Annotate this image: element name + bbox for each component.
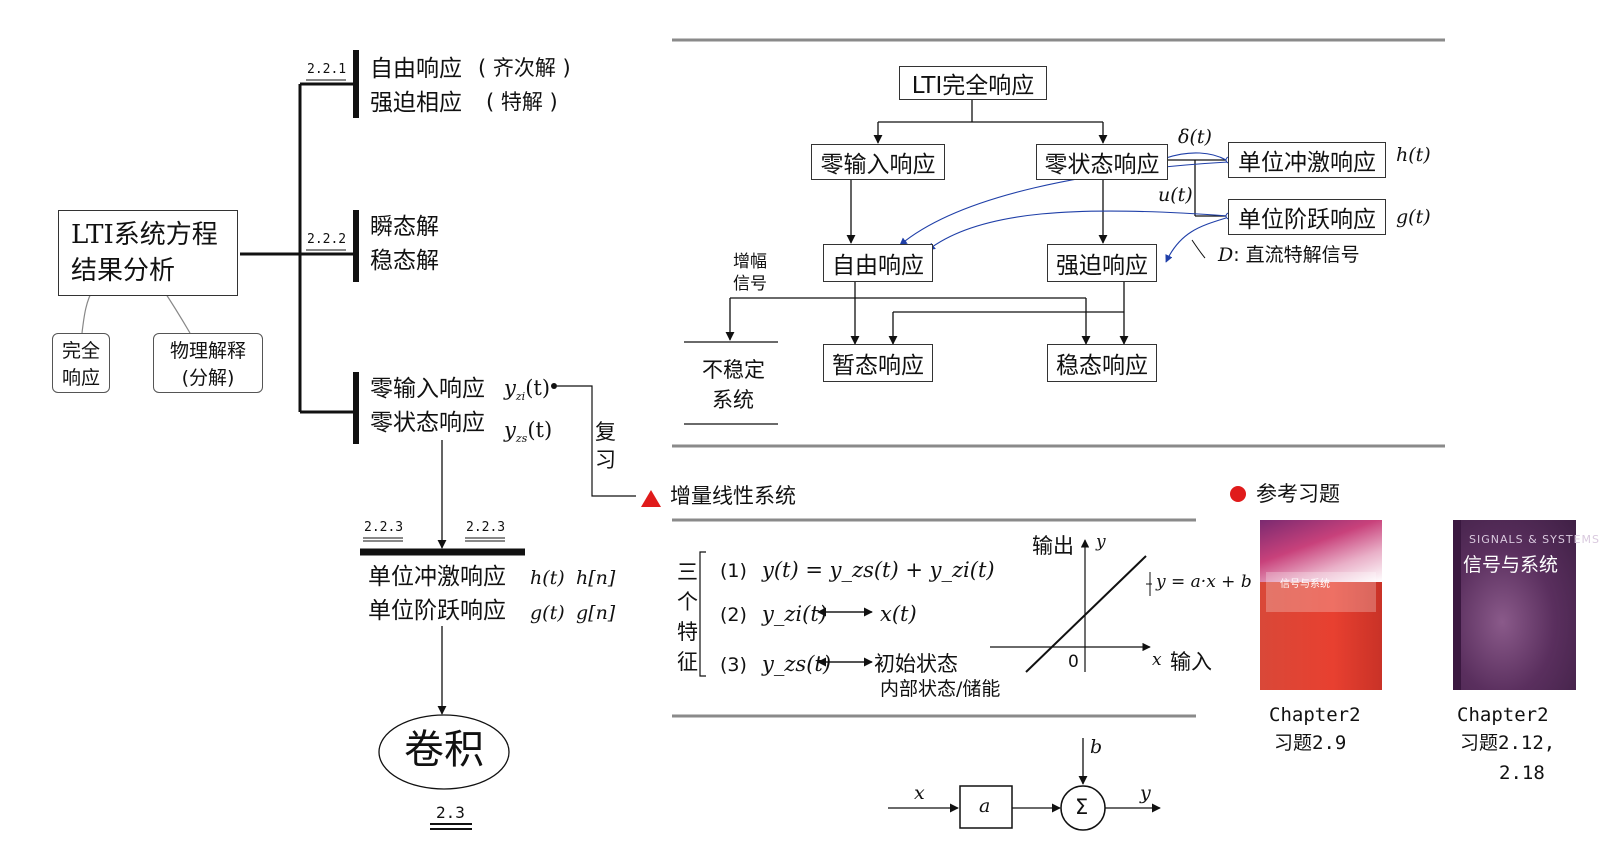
step-response: 单位阶跃响应 bbox=[368, 598, 506, 624]
references-title: 参考习题 bbox=[1256, 482, 1340, 506]
feature-3-number: (3) bbox=[720, 654, 747, 676]
root-title-line1: LTI系统方程 bbox=[71, 220, 218, 250]
flow-impulse-response: 单位冲激响应 bbox=[1228, 142, 1386, 178]
free-response-label: 自由响应 bbox=[370, 56, 462, 82]
flow-zero-state: 零状态响应 bbox=[1036, 144, 1168, 180]
feature-2-left: y_zi(t) bbox=[762, 602, 827, 626]
yzi-symbol: yzi(t) bbox=[504, 376, 551, 404]
review-char-1: 复 bbox=[595, 420, 616, 444]
dc-particular-label: D: 直流特解信号 bbox=[1218, 244, 1360, 266]
feature-3-sub: 内部状态/储能 bbox=[880, 678, 1001, 700]
flow-step-response: 单位阶跃响应 bbox=[1228, 199, 1386, 235]
gn-symbol: g[n] bbox=[576, 602, 616, 624]
axis-y-symbol: y bbox=[1096, 532, 1106, 552]
u-label: u(t) bbox=[1158, 184, 1193, 206]
section-2-3: 2.3 bbox=[436, 803, 465, 822]
h-label: h(t) bbox=[1396, 144, 1431, 166]
flow-transient-response: 暂态响应 bbox=[823, 344, 933, 382]
block-input-x: x bbox=[914, 782, 925, 804]
block-offset-b: b bbox=[1090, 736, 1103, 758]
feature-1-formula: y(t) = y_zs(t) + y_zi(t) bbox=[762, 558, 995, 582]
gt-symbol: g(t) bbox=[530, 602, 565, 624]
note-complete-line2: 响应 bbox=[61, 367, 100, 389]
steady-solution: 稳态解 bbox=[370, 248, 439, 274]
three-char-1: 三 bbox=[677, 560, 698, 584]
unstable-line1: 不稳定 bbox=[702, 358, 765, 382]
book2-english-title: SIGNALS & SYSTEMS bbox=[1469, 533, 1601, 546]
three-char-4: 征 bbox=[677, 650, 698, 674]
flow-forced-response: 强迫响应 bbox=[1047, 244, 1157, 282]
ref1-chapter: Chapter2 bbox=[1269, 704, 1361, 726]
review-char-2: 习 bbox=[595, 448, 616, 472]
block-sum-symbol: Σ bbox=[1075, 795, 1089, 819]
axis-origin: 0 bbox=[1068, 652, 1079, 672]
section-2-2-3-a: 2.2.3 bbox=[364, 520, 404, 535]
ref2-exercise-cont: 2.18 bbox=[1499, 762, 1545, 784]
feature-2-number: (2) bbox=[720, 604, 747, 626]
ref1-exercise: 习题2.9 bbox=[1274, 732, 1347, 754]
unstable-line2: 系统 bbox=[712, 388, 754, 412]
incremental-title: 增量线性系统 bbox=[670, 484, 796, 508]
feature-1-number: (1) bbox=[720, 560, 747, 582]
axis-output-label: 输出 bbox=[1032, 534, 1074, 558]
growing-line1: 增幅 bbox=[733, 252, 767, 272]
section-2-2-2: 2.2.2 bbox=[307, 232, 347, 247]
block-gain-a: a bbox=[979, 795, 991, 817]
particular-solution: ( 特解 ) bbox=[486, 90, 558, 114]
growing-line2: 信号 bbox=[733, 274, 767, 294]
feature-2-right: x(t) bbox=[880, 602, 917, 626]
book1-title: 信号与系统 bbox=[1280, 579, 1330, 590]
g-label: g(t) bbox=[1396, 206, 1431, 228]
section-2-2-3-b: 2.2.3 bbox=[466, 520, 506, 535]
section-2-2-1: 2.2.1 bbox=[307, 62, 347, 77]
three-char-2: 个 bbox=[677, 590, 698, 614]
note-physical-line2: (分解) bbox=[181, 367, 235, 389]
impulse-response: 单位冲激响应 bbox=[368, 564, 506, 590]
delta-label: δ(t) bbox=[1178, 126, 1212, 148]
hn-symbol: h[n] bbox=[576, 567, 616, 589]
three-char-3: 特 bbox=[677, 620, 698, 644]
flow-complete-response: LTI完全响应 bbox=[899, 66, 1047, 100]
feature-3-left: y_zs(t) bbox=[762, 652, 832, 676]
textbook-cover-1: 信号与系统 bbox=[1260, 520, 1382, 690]
book2-title: 信号与系统 bbox=[1463, 554, 1559, 576]
homogeneous-solution: ( 齐次解 ) bbox=[478, 56, 571, 80]
textbook-cover-2: SIGNALS & SYSTEMS 信号与系统 bbox=[1453, 520, 1599, 690]
feature-3-right: 初始状态 bbox=[874, 652, 958, 676]
yzs-symbol: yzs(t) bbox=[504, 418, 553, 446]
root-node: LTI系统方程 结果分析 bbox=[58, 210, 238, 296]
particular-text: 特解 bbox=[500, 90, 543, 114]
block-output-y: y bbox=[1140, 782, 1151, 804]
note-physical-meaning: 物理解释 (分解) bbox=[153, 333, 263, 393]
flow-free-response: 自由响应 bbox=[823, 244, 933, 282]
ht-symbol: h(t) bbox=[530, 567, 565, 589]
axis-x-symbol: x bbox=[1152, 650, 1162, 670]
convolution-label: 卷积 bbox=[404, 727, 484, 773]
line-equation: y = a·x + b bbox=[1156, 572, 1252, 592]
forced-response-label: 强迫相应 bbox=[370, 90, 462, 116]
zero-state-response: 零状态响应 bbox=[370, 410, 485, 436]
note-complete-response: 完全 响应 bbox=[52, 333, 110, 393]
root-title-line2: 结果分析 bbox=[71, 256, 176, 286]
ref2-exercise: 习题2.12, bbox=[1460, 732, 1556, 754]
axis-input-label: 输入 bbox=[1170, 650, 1212, 674]
zero-input-response: 零输入响应 bbox=[370, 376, 485, 402]
note-physical-line1: 物理解释 bbox=[169, 340, 246, 362]
homogeneous-text: 齐次解 bbox=[492, 56, 556, 80]
flow-steady-response: 稳态响应 bbox=[1047, 344, 1157, 382]
ref2-chapter: Chapter2 bbox=[1457, 704, 1549, 726]
transient-solution: 瞬态解 bbox=[370, 214, 439, 240]
note-complete-line1: 完全 bbox=[61, 340, 100, 362]
flow-zero-input: 零输入响应 bbox=[811, 144, 945, 180]
